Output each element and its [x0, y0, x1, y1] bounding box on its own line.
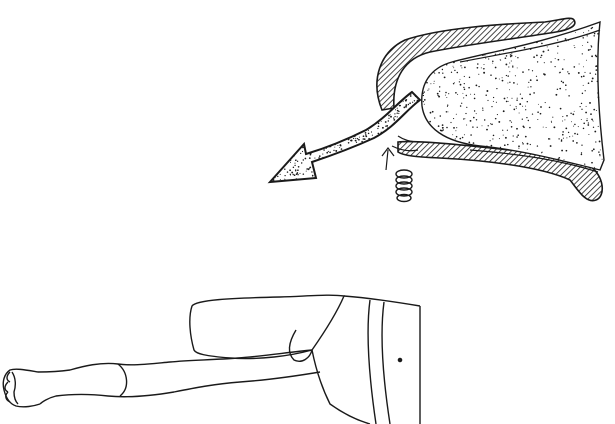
hip-crease [290, 330, 312, 361]
toes [5, 372, 18, 404]
torso [312, 296, 420, 424]
leg [38, 350, 320, 404]
small-arrow [382, 148, 394, 170]
thigh-block [190, 295, 344, 358]
knee [118, 364, 127, 396]
arrow [270, 92, 420, 182]
bottom-panel [3, 295, 420, 424]
navel [398, 358, 401, 361]
top-panel [270, 18, 604, 201]
pelvic-band [368, 300, 390, 424]
spring-coil [396, 170, 412, 202]
